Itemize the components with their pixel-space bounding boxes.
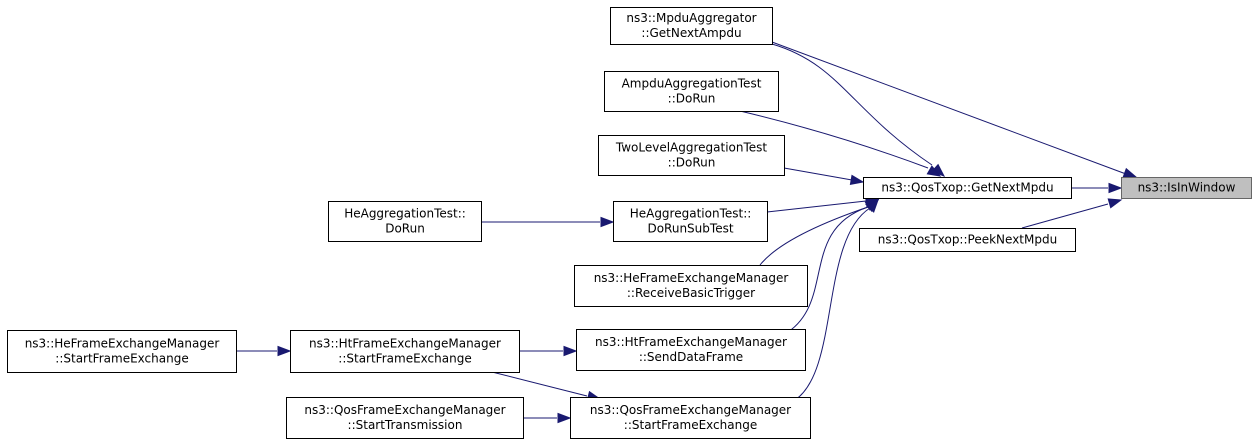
node-box (604, 71, 779, 112)
edge-mpdu_aggregator-to-is_in_window (771, 41, 1138, 178)
node-label-line: ns3::HeFrameExchangeManager (25, 337, 220, 351)
node-is-in-window[interactable]: ns3::IsInWindow (1121, 177, 1252, 199)
node-qos-fem-start-frame-exchange[interactable]: ns3::QosFrameExchangeManager::StartFrame… (570, 397, 811, 439)
node-box (290, 330, 520, 373)
node-get-next-mpdu[interactable]: ns3::QosTxop::GetNextMpdu (863, 177, 1072, 199)
node-label-line: ns3::HeFrameExchangeManager (594, 271, 789, 285)
node-qos-fem-start-transmission[interactable]: ns3::QosFrameExchangeManager::StartTrans… (286, 397, 524, 439)
edge-line (787, 206, 869, 333)
node-ht-fem-start-frame-exchange[interactable]: ns3::HtFrameExchangeManager::StartFrameE… (290, 330, 520, 373)
edge-peek_next_mpdu-to-is_in_window (1021, 198, 1123, 229)
edge-ht_fem_start_frame_exchange-to-qos_fem_start_frame_exchange (491, 371, 602, 402)
node-box (286, 397, 524, 439)
node-box (598, 135, 785, 176)
edge-line (739, 110, 929, 169)
node-label-line: ::DoRun (668, 92, 716, 106)
edge-line (771, 43, 933, 166)
node-label-line: ::StartFrameExchange (338, 352, 471, 366)
node-label-line: ns3::QosTxop::GetNextMpdu (881, 181, 1053, 195)
edge-line (759, 206, 869, 266)
edge-arrowhead (563, 345, 578, 357)
edge-mpdu_aggregator-to-get_next_mpdu (771, 43, 946, 177)
node-box (570, 397, 811, 439)
node-label-line: DoRun (385, 222, 425, 236)
edge-line (1021, 203, 1109, 229)
edge-he_aggregation_test_dorun-to-he_aggregation_test_dorunsubtest (481, 216, 615, 228)
node-peek-next-mpdu[interactable]: ns3::QosTxop::PeekNextMpdu (859, 228, 1076, 252)
node-label-line: ::StartFrameExchange (55, 352, 188, 366)
node-label-line: HeAggregationTest:: (630, 207, 752, 221)
node-label-line: AmpduAggregationTest (622, 77, 762, 91)
node-box (1121, 177, 1252, 199)
edge-arrowhead (1122, 167, 1138, 178)
node-label-line: ::StartFrameExchange (624, 418, 757, 432)
node-ampdu-aggregation-test[interactable]: AmpduAggregationTest::DoRun (604, 71, 779, 112)
edge-ampdu_aggregation_test-to-get_next_mpdu (739, 110, 942, 177)
node-box (328, 201, 482, 242)
node-label-line: TwoLevelAggregationTest (615, 141, 768, 155)
node-label-line: ::StartTransmission (348, 418, 463, 432)
edge-line (794, 207, 871, 401)
edges-layer (236, 41, 1138, 424)
node-label-line: ns3::HtFrameExchangeManager (595, 335, 787, 349)
node-label-line: DoRunSubTest (647, 222, 733, 236)
node-label-line: ::DoRun (668, 156, 716, 170)
node-label-line: ns3::QosFrameExchangeManager (304, 403, 505, 417)
edge-arrowhead (277, 345, 292, 357)
edge-ht_fem_start_frame_exchange-to-ht_fem_send_data_frame (519, 345, 578, 357)
node-he-fem-receive-basic-trigger[interactable]: ns3::HeFrameExchangeManager::ReceiveBasi… (574, 265, 808, 307)
edge-arrowhead (926, 165, 942, 177)
node-two-level-aggregation-test[interactable]: TwoLevelAggregationTest::DoRun (598, 135, 785, 176)
node-label-line: ::SendDataFrame (639, 350, 743, 364)
nodes-layer: ns3::IsInWindow ns3::QosTxop::GetNextMpdu… (7, 7, 1252, 439)
node-he-fem-start-frame-exchange[interactable]: ns3::HeFrameExchangeManager::StartFrameE… (7, 330, 237, 373)
node-he-aggregation-test-dorunsubtest[interactable]: HeAggregationTest::DoRunSubTest (613, 201, 768, 242)
edge-line (766, 200, 867, 213)
edge-arrowhead (557, 412, 572, 424)
node-he-aggregation-test-dorun[interactable]: HeAggregationTest::DoRun (328, 201, 482, 242)
node-label-line: ::ReceiveBasicTrigger (627, 286, 755, 300)
node-box (576, 329, 806, 371)
edge-arrowhead (600, 216, 615, 228)
edge-get_next_mpdu-to-is_in_window (1071, 182, 1123, 194)
edge-qos_fem_start_frame_exchange-to-get_next_mpdu (794, 198, 879, 401)
node-label-line: ns3::IsInWindow (1138, 181, 1236, 195)
edge-arrowhead (849, 174, 865, 185)
edge-arrowhead (1108, 182, 1123, 194)
node-box (613, 201, 768, 242)
node-label-line: ns3::QosTxop::PeekNextMpdu (878, 233, 1057, 247)
node-label-line: HeAggregationTest:: (344, 207, 466, 221)
node-box (574, 265, 808, 307)
node-box (7, 330, 237, 373)
edge-line (783, 167, 853, 181)
node-ht-fem-send-data-frame[interactable]: ns3::HtFrameExchangeManager::SendDataFra… (576, 329, 806, 371)
node-label-line: ns3::HtFrameExchangeManager (309, 337, 501, 351)
node-box (859, 228, 1076, 252)
node-label-line: ::GetNextAmpdu (641, 26, 741, 40)
edge-he_fem_start_frame_exchange-to-ht_fem_start_frame_exchange (236, 345, 292, 357)
edge-arrowhead (1107, 198, 1123, 209)
edge-arrowhead (865, 198, 879, 213)
node-mpdu-aggregator[interactable]: ns3::MpduAggregator::GetNextAmpdu (610, 7, 773, 45)
node-label-line: ns3::MpduAggregator (626, 11, 756, 25)
edge-two_level_aggregation_test-to-get_next_mpdu (783, 167, 865, 185)
edge-line (771, 41, 1127, 175)
edge-qos_fem_start_transmission-to-qos_fem_start_frame_exchange (523, 412, 572, 424)
node-box (863, 177, 1072, 199)
node-box (610, 7, 773, 45)
edge-line (491, 371, 588, 397)
node-label-line: ns3::QosFrameExchangeManager (590, 403, 791, 417)
